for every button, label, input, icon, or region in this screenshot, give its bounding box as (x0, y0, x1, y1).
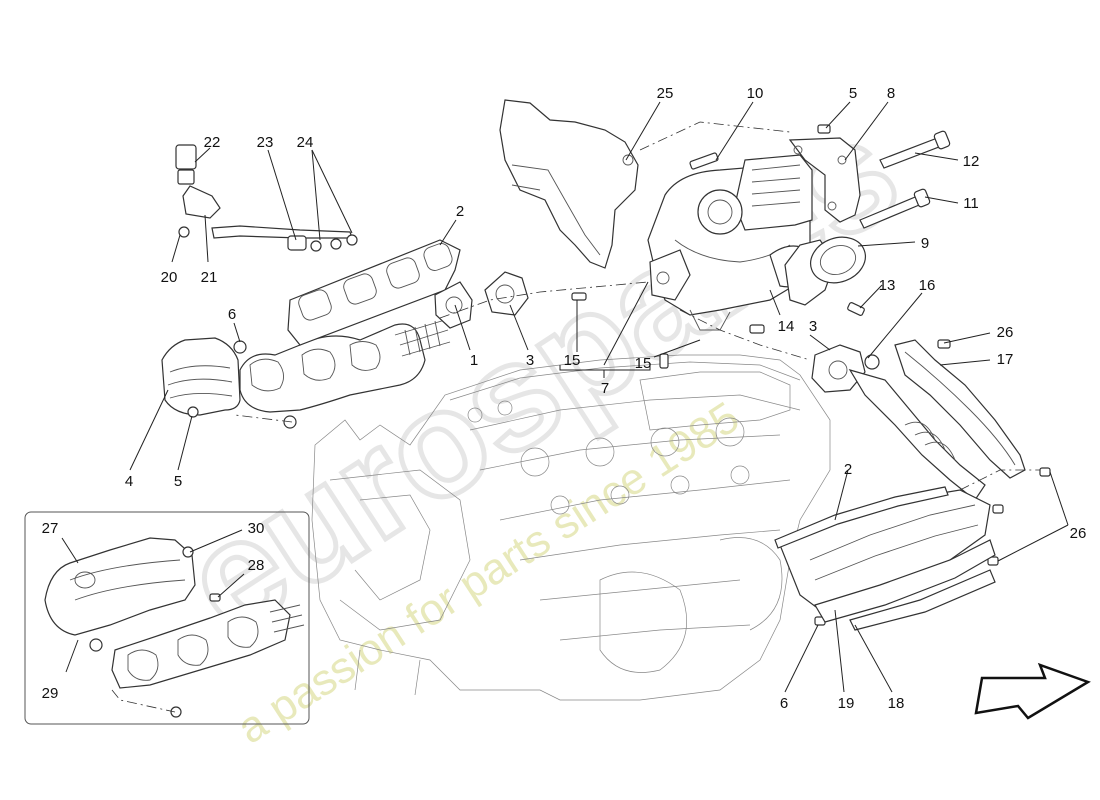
turbo-heat-shield (499, 99, 639, 269)
callout-15-right: 15 (635, 355, 652, 372)
callout-27: 27 (42, 520, 59, 537)
callout-14: 14 (778, 318, 795, 335)
callout-26-top: 26 (997, 324, 1014, 341)
callout-10: 10 (747, 85, 764, 102)
right-exhaust-manifold (774, 486, 996, 631)
engine-block-outline (311, 354, 831, 701)
callout-23: 23 (257, 134, 274, 151)
callout-13: 13 (879, 277, 896, 294)
callout-5-right: 5 (849, 85, 857, 102)
callout-19: 19 (838, 695, 855, 712)
callout-9: 9 (921, 235, 929, 252)
right-downpipe (811, 344, 986, 501)
callout-15-left: 15 (564, 352, 581, 369)
callout-3-left: 3 (526, 352, 534, 369)
turbo-gasket-left (484, 271, 529, 316)
inset-detail (24, 511, 310, 725)
callout-28: 28 (248, 557, 265, 574)
callout-2-left: 2 (456, 203, 464, 220)
callout-24: 24 (297, 134, 314, 151)
callout-6-left: 6 (228, 306, 236, 323)
left-heat-shield (161, 337, 241, 416)
callout-17: 17 (997, 351, 1014, 368)
callout-4: 4 (125, 473, 133, 490)
callout-12: 12 (963, 153, 980, 170)
callout-11: 11 (963, 195, 979, 212)
callout-22: 22 (204, 134, 221, 151)
callout-16: 16 (919, 277, 936, 294)
callout-20: 20 (161, 269, 178, 286)
leader-lines (129, 101, 1069, 693)
callout-18: 18 (888, 695, 905, 712)
callout-6-right: 6 (780, 695, 788, 712)
callout-3-right: 3 (809, 318, 817, 335)
callout-8: 8 (887, 85, 895, 102)
callout-21: 21 (201, 269, 218, 286)
sensor-pipe-assembly (175, 144, 358, 252)
callout-1: 1 (470, 352, 478, 369)
callout-2-right: 2 (844, 461, 852, 478)
callout-5-left: 5 (174, 473, 182, 490)
callout-29: 29 (42, 685, 59, 702)
long-bolts (859, 130, 951, 229)
callout-25: 25 (657, 85, 674, 102)
outline-arrow-icon (974, 662, 1091, 720)
callout-labels: 22 23 24 20 21 2 6 1 3 15 15 7 4 5 25 10… (42, 85, 1087, 712)
turbo-bracket (788, 137, 861, 223)
callout-30: 30 (248, 520, 265, 537)
turbo-outlet-elbow (784, 236, 866, 306)
callout-26-bottom: 26 (1070, 525, 1087, 542)
callout-7: 7 (601, 380, 609, 397)
left-gasket (287, 239, 461, 346)
